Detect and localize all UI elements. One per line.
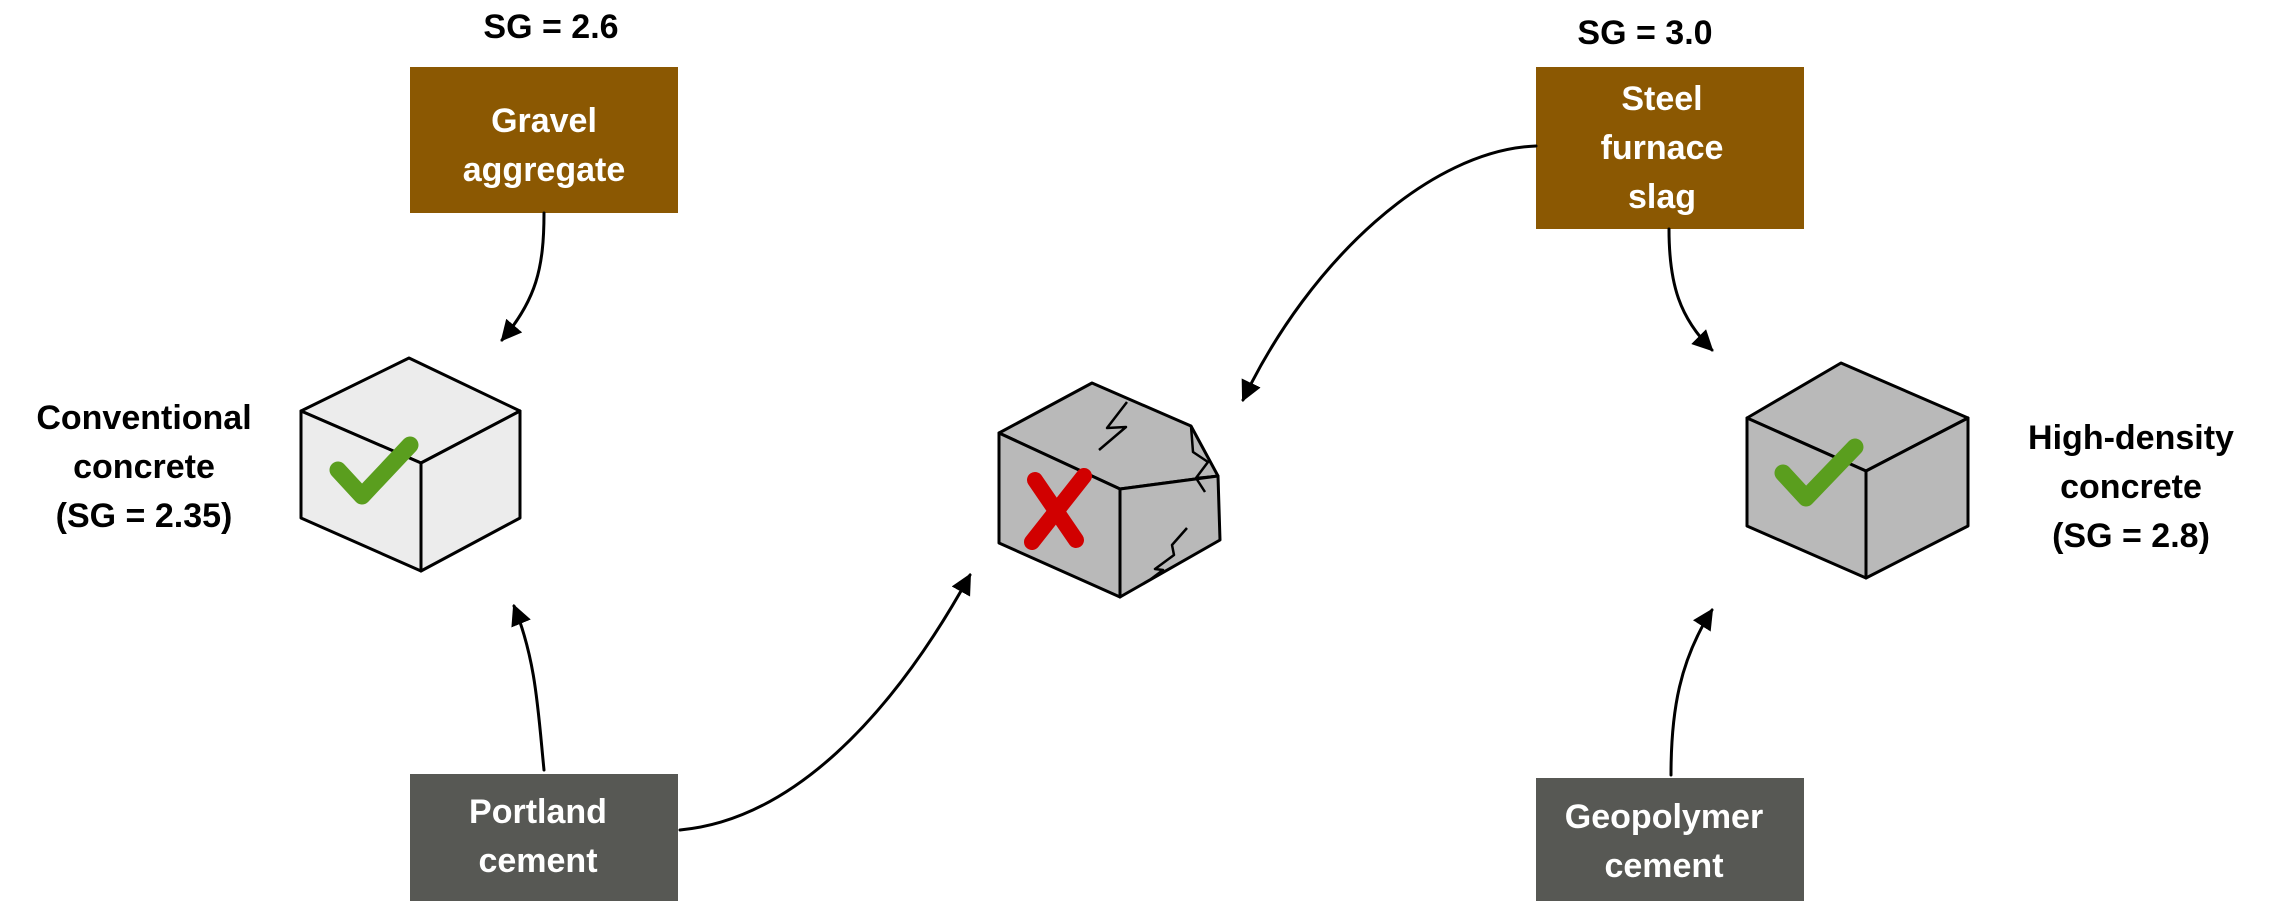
arrow-slag-to-high-density <box>1667 227 1714 352</box>
arrow-portland-to-conventional <box>511 604 546 772</box>
arrow-geopolymer-to-high-density <box>1669 608 1714 777</box>
geopolymer-box-line2: cement <box>1604 847 1723 885</box>
high-density-concrete-label: High-density concrete (SG = 2.8) <box>2028 419 2234 555</box>
high-density-label-line1: High-density <box>2028 419 2234 457</box>
conventional-label-line2: concrete <box>73 448 215 486</box>
slag-box-line1: Steel <box>1621 80 1702 118</box>
portland-box-line1: Portland <box>469 793 607 831</box>
arrow-slag-to-cracked <box>1241 144 1538 402</box>
cross-mark-icon <box>1024 468 1092 550</box>
conventional-label-line3: (SG = 2.35) <box>56 497 233 535</box>
high-density-label-line2: concrete <box>2060 468 2202 506</box>
slag-sg-label: SG = 3.0 <box>1577 14 1712 52</box>
gravel-box-line2: aggregate <box>463 151 626 189</box>
portland-box-line2: cement <box>478 842 597 880</box>
geopolymer-cement-box: Geopolymer cement <box>1536 778 1804 901</box>
portland-cement-box: Portland cement <box>410 774 678 901</box>
steel-slag-box: Steel furnace slag <box>1536 67 1804 229</box>
conventional-concrete-label: Conventional concrete (SG = 2.35) <box>36 399 251 535</box>
gravel-aggregate-box: Gravel aggregate <box>410 67 678 213</box>
arrow-gravel-to-conventional <box>500 211 546 342</box>
geopolymer-box-line1: Geopolymer <box>1565 798 1763 836</box>
conventional-label-line1: Conventional <box>36 399 251 437</box>
gravel-sg-label: SG = 2.6 <box>483 8 618 46</box>
arrow-portland-to-cracked <box>678 573 972 832</box>
high-density-label-line3: (SG = 2.8) <box>2052 517 2210 555</box>
check-mark-icon <box>329 436 419 505</box>
slag-box-line3: slag <box>1628 178 1696 216</box>
gravel-box-line1: Gravel <box>491 102 597 140</box>
slag-box-line2: furnace <box>1601 129 1724 167</box>
check-mark-icon <box>1774 438 1864 507</box>
